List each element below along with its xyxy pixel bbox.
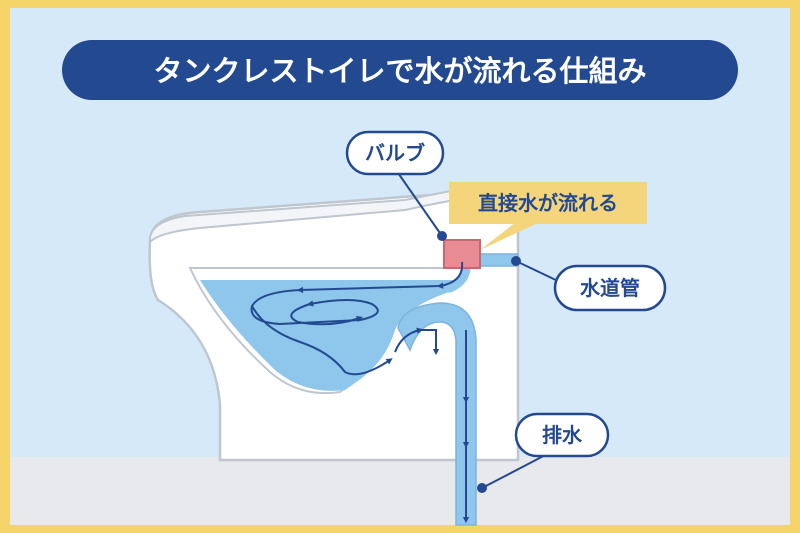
title-bar <box>62 40 738 100</box>
flow-arrow-swirl-inner <box>290 303 364 326</box>
direct-flow-label: 直接水が流れる <box>478 191 618 215</box>
flow-arrow-over <box>420 329 440 356</box>
dot-valve <box>437 231 447 241</box>
bowl-water <box>200 280 455 391</box>
callout-box <box>449 182 647 224</box>
leader-valve <box>395 169 443 237</box>
water-pipe-label: 水道管 <box>580 276 640 300</box>
page-title: タンクレストイレで水が流れる仕組み <box>153 54 646 88</box>
flow-arrow-up <box>394 327 424 353</box>
water-pipe-label-box <box>553 264 667 312</box>
drain-label: 排水 <box>542 423 583 447</box>
flow-arrows <box>250 261 470 524</box>
dot-drain <box>477 483 487 493</box>
flow-arrow-down <box>251 305 393 376</box>
drain-label-box <box>514 412 610 458</box>
floor <box>10 457 790 525</box>
flow-arrow-swirl-outer <box>250 289 379 326</box>
flow-arrow-rim <box>296 261 464 294</box>
dot-water-pipe <box>511 256 521 266</box>
drain-pipe <box>397 302 477 526</box>
leader-water-pipe <box>517 261 561 283</box>
callout-pointer <box>480 222 540 250</box>
valve-label: バルブ <box>365 141 425 165</box>
valve-label-box <box>345 130 445 176</box>
